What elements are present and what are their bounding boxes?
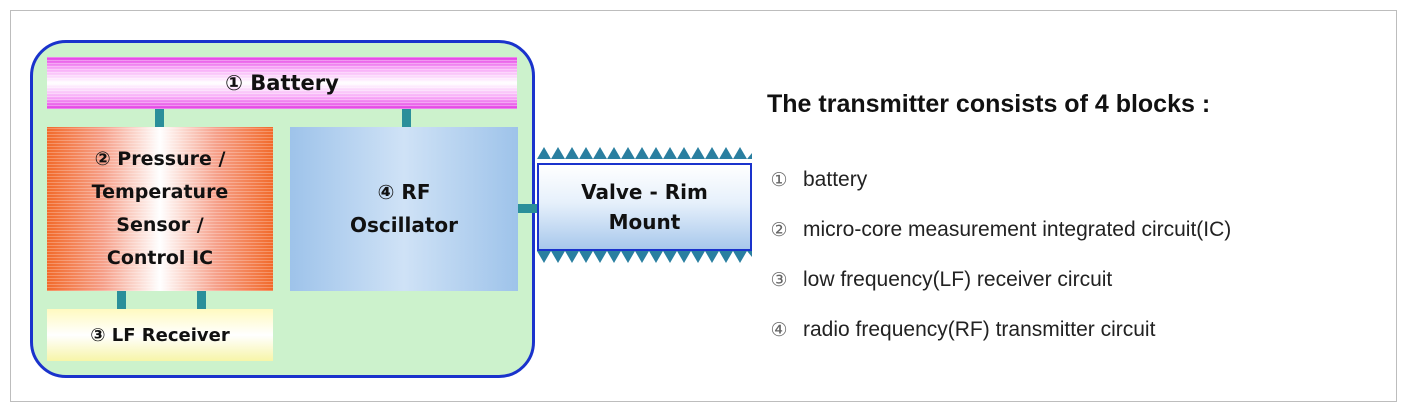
description-title: The transmitter consists of 4 blocks : xyxy=(767,90,1211,118)
battery-block: ① Battery xyxy=(47,57,517,109)
valve-bottom-teeth xyxy=(537,251,752,263)
list-item: ② micro-core measurement integrated circ… xyxy=(767,205,1231,255)
block-list: ① battery ② micro-core measurement integ… xyxy=(767,155,1231,355)
connector-battery-sensor xyxy=(155,109,164,127)
list-text: low frequency(LF) receiver circuit xyxy=(803,268,1113,291)
list-number: ② xyxy=(770,219,788,241)
sensor-label: ② Pressure / Temperature Sensor / Contro… xyxy=(91,148,229,269)
list-item: ③ low frequency(LF) receiver circuit xyxy=(767,255,1231,305)
valve-top-teeth xyxy=(537,147,752,159)
list-number: ① xyxy=(770,169,788,191)
list-item: ④ radio frequency(RF) transmitter circui… xyxy=(767,305,1231,355)
lf-receiver-label: ③ LF Receiver xyxy=(90,324,230,346)
valve-rim-mount-block: Valve - Rim Mount xyxy=(537,163,752,251)
battery-label: ① Battery xyxy=(225,71,339,95)
list-number: ③ xyxy=(770,269,788,291)
rf-oscillator-block: ④ RF Oscillator xyxy=(290,127,518,291)
list-text: radio frequency(RF) transmitter circuit xyxy=(803,318,1156,341)
sensor-block: ② Pressure / Temperature Sensor / Contro… xyxy=(47,127,273,291)
list-text: battery xyxy=(803,168,868,191)
list-number: ④ xyxy=(770,319,788,341)
connector-sensor-lf-left xyxy=(117,291,126,309)
connector-rf-valve xyxy=(518,204,537,213)
list-item: ① battery xyxy=(767,155,1231,205)
list-text: micro-core measurement integrated circui… xyxy=(803,218,1232,241)
valve-rim-mount-label: Valve - Rim Mount xyxy=(581,180,708,234)
rf-oscillator-label: ④ RF Oscillator xyxy=(350,180,458,237)
lf-receiver-block: ③ LF Receiver xyxy=(47,309,273,361)
connector-battery-rf xyxy=(402,109,411,127)
connector-sensor-lf-right xyxy=(197,291,206,309)
